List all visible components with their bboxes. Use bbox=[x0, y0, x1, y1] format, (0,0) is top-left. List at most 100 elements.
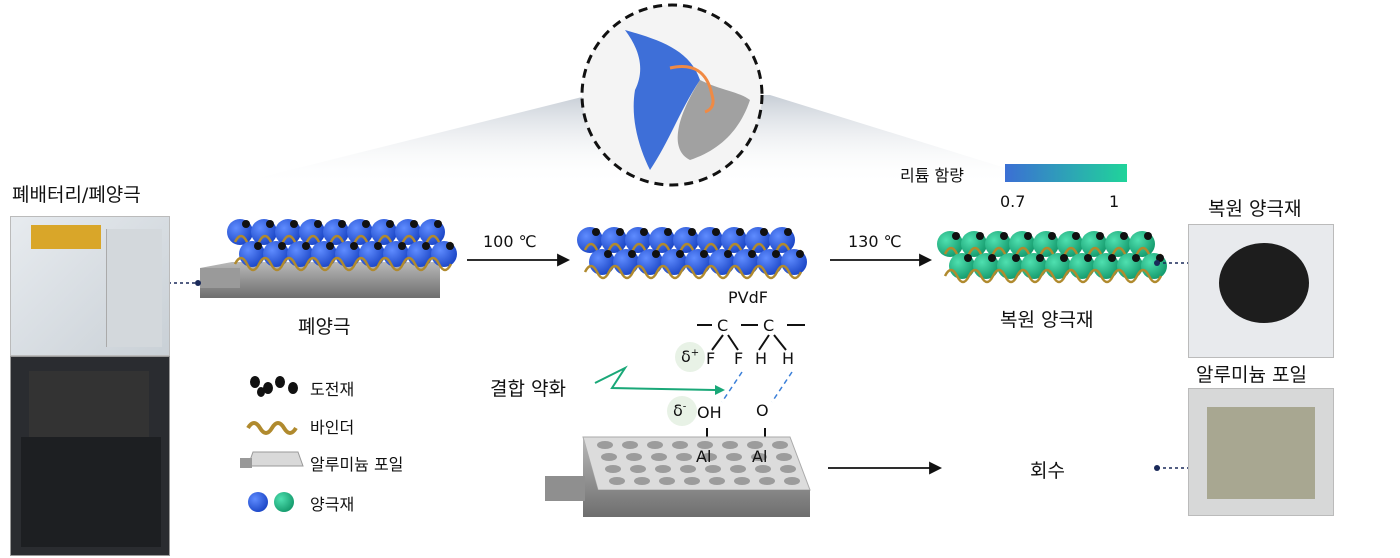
blue-particle-icon bbox=[248, 492, 268, 512]
conductive-particle bbox=[1024, 232, 1032, 240]
conductive-particle bbox=[1012, 254, 1020, 262]
foil-pit bbox=[622, 441, 638, 449]
foil-pit bbox=[776, 453, 792, 461]
weakening-label: 결합 약화 bbox=[490, 378, 566, 400]
foil-pit bbox=[751, 453, 767, 461]
conductive-icon bbox=[250, 376, 298, 397]
foil-pit bbox=[697, 441, 713, 449]
binder-icon bbox=[246, 421, 298, 435]
atom-h1: H bbox=[755, 349, 768, 368]
foil-pit bbox=[726, 453, 742, 461]
green-particle-icon bbox=[274, 492, 294, 512]
right-photo1-label: 복원 양극재 bbox=[1208, 198, 1302, 220]
conductive-particle bbox=[952, 232, 960, 240]
binder-strand bbox=[583, 264, 803, 280]
foil-icon bbox=[240, 451, 304, 468]
restored-label: 복원 양극재 bbox=[1000, 309, 1094, 331]
foil-pit bbox=[784, 477, 800, 485]
foil-pit bbox=[709, 477, 725, 485]
spent-cathode-photo bbox=[10, 356, 170, 556]
pvdf-structure bbox=[697, 324, 805, 445]
conductive-particle bbox=[1036, 254, 1044, 262]
conductive-particle bbox=[374, 242, 382, 250]
conductive-particle bbox=[446, 242, 454, 250]
foil-pit bbox=[755, 465, 771, 473]
colorbar-min: 0.7 bbox=[1000, 192, 1026, 211]
conductive-particle bbox=[676, 250, 684, 258]
conductive-particle bbox=[326, 242, 334, 250]
conductive-particle bbox=[712, 228, 720, 236]
conductive-particle bbox=[1060, 254, 1068, 262]
binder-film-shape bbox=[625, 30, 700, 170]
foil-pit bbox=[772, 441, 788, 449]
spent-battery-photo bbox=[10, 216, 170, 356]
conductive-particle bbox=[266, 220, 274, 228]
conductive-particle bbox=[652, 250, 660, 258]
foil-pit bbox=[659, 477, 675, 485]
foil-pit bbox=[734, 477, 750, 485]
foil-pit bbox=[672, 441, 688, 449]
foil-pit bbox=[780, 465, 796, 473]
right-photo2-label: 알루미늄 포일 bbox=[1196, 364, 1307, 386]
foil-pit bbox=[605, 465, 621, 473]
conductive-particle bbox=[278, 242, 286, 250]
foil-pit bbox=[701, 453, 717, 461]
step2-temp: 130 ℃ bbox=[848, 232, 902, 251]
atom-f2: F bbox=[734, 349, 744, 368]
pvdf-c1: C bbox=[717, 316, 729, 335]
o-group: O bbox=[756, 401, 769, 420]
weakening-arrow bbox=[594, 365, 716, 391]
colorbar bbox=[1005, 164, 1127, 182]
foil-pit bbox=[705, 465, 721, 473]
legend-conductive: 도전재 bbox=[310, 380, 355, 399]
foil-pit bbox=[601, 453, 617, 461]
conductive-particle bbox=[988, 254, 996, 262]
conductive-particle bbox=[338, 220, 346, 228]
conductive-particle bbox=[398, 242, 406, 250]
colorbar-title: 리튬 함량 bbox=[900, 166, 964, 185]
conductive-particle bbox=[664, 228, 672, 236]
conductive-particle bbox=[302, 242, 310, 250]
left-label: 폐배터리/폐양극 bbox=[12, 184, 141, 206]
conductive-particle bbox=[1096, 232, 1104, 240]
conductive-particle bbox=[1132, 254, 1140, 262]
delta-minus-bg bbox=[667, 396, 697, 426]
foil-pit bbox=[609, 477, 625, 485]
oh-group: OH bbox=[697, 403, 722, 422]
pvdf-c2: C bbox=[763, 316, 775, 335]
colorbar-max: 1 bbox=[1109, 192, 1120, 211]
conductive-particle bbox=[254, 242, 262, 250]
step1-temp: 100 ℃ bbox=[483, 232, 537, 251]
conductive-particle bbox=[290, 220, 298, 228]
foil-pit bbox=[655, 465, 671, 473]
foil-pit bbox=[597, 441, 613, 449]
electrode-label: 폐양극 bbox=[298, 316, 351, 338]
conductive-particle bbox=[700, 250, 708, 258]
legend-cathode: 양극재 bbox=[310, 495, 355, 514]
al-atom-1: Al bbox=[696, 447, 712, 466]
conductive-particle bbox=[688, 228, 696, 236]
conductive-particle bbox=[748, 250, 756, 258]
foil-surface-shape bbox=[677, 80, 750, 160]
atom-h2: H bbox=[782, 349, 795, 368]
delta-minus: δ- bbox=[673, 401, 687, 420]
conductive-particle bbox=[976, 232, 984, 240]
binder-strand bbox=[943, 268, 1163, 284]
recovery-label: 회수 bbox=[1030, 460, 1065, 482]
al-foil-slab bbox=[545, 436, 811, 517]
peel-arrow bbox=[669, 65, 715, 114]
foil-pit bbox=[647, 441, 663, 449]
restored-cathode-block bbox=[937, 231, 1167, 284]
conductive-particle bbox=[628, 250, 636, 258]
delta-plus: δ+ bbox=[681, 347, 700, 366]
foil-pit bbox=[730, 465, 746, 473]
conductive-particle bbox=[760, 228, 768, 236]
conductive-particle bbox=[1120, 232, 1128, 240]
foil-pit bbox=[626, 453, 642, 461]
conductive-particle bbox=[592, 228, 600, 236]
al-atom-2: Al bbox=[752, 447, 768, 466]
legend-binder: 바인더 bbox=[310, 418, 355, 437]
conductive-particle bbox=[784, 228, 792, 236]
conductive-particle bbox=[434, 220, 442, 228]
